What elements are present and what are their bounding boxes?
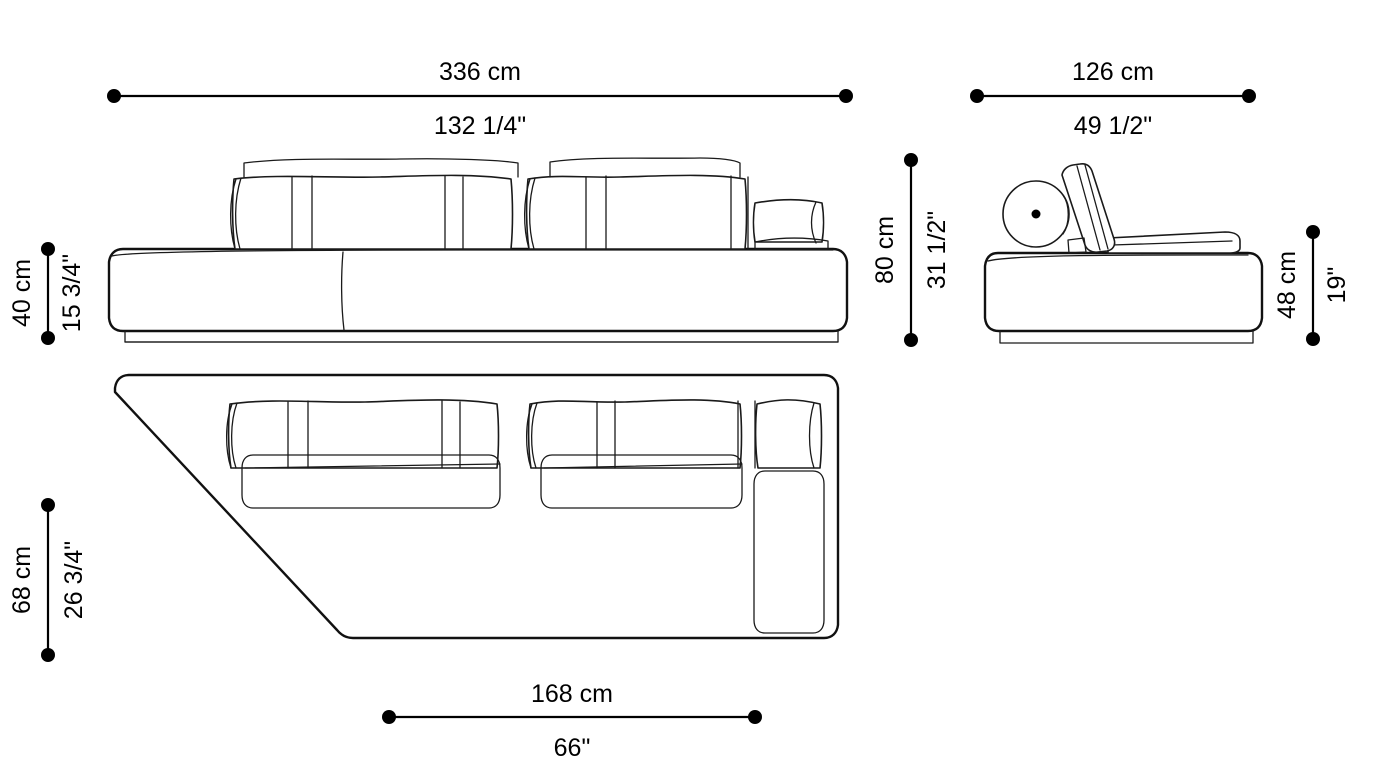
front-armrest-cushion-right [752,198,825,243]
front-seat-cushion-left [231,174,514,250]
dimension-chaise-width [382,710,762,724]
plan-seat-cushion-right [540,454,743,509]
dim-dot-168-right [748,710,762,724]
front-base-top-seam [111,249,834,257]
side-plinth [999,330,1254,344]
side-elevation-view [983,163,1264,344]
dimension-total-height [904,153,918,347]
dim-label-80-metric: 80 cm [871,216,899,284]
plan-view [113,373,840,640]
front-bolster-left-edge [229,178,237,250]
plan-back-bolster-left-end [230,402,238,469]
dim-label-168-metric: 168 cm [531,680,613,708]
dim-dot-68-top [41,498,55,512]
front-bolster-left-end [234,177,242,250]
plan-arm-bolster-right-end [808,402,815,469]
side-bolster-center-dot [1031,209,1041,219]
dim-label-40-imperial: 15 3/4" [58,254,86,332]
dim-dot-80-bottom [904,333,918,347]
dim-dot-48-bottom [1306,332,1320,346]
dim-label-168-imperial: 66" [554,734,591,762]
side-back-cushion-foot [1067,237,1087,254]
dim-label-336-metric: 336 cm [439,58,521,86]
plan-seat-cushion-right-seam [543,463,743,469]
dim-label-68-metric: 68 cm [8,546,36,614]
dim-dot-40-top [41,242,55,256]
plan-seat-cushion-left [241,454,501,509]
front-bolster-right-end [528,177,536,250]
dimension-overall-width [107,89,853,103]
dim-dot-336-left [107,89,121,103]
dim-label-68-imperial: 26 3/4" [60,541,88,619]
dim-dot-126-right [1242,89,1256,103]
plan-arm-cushion-right [753,470,825,634]
dim-dot-126-left [970,89,984,103]
dim-label-336-imperial: 132 1/4" [434,112,526,140]
plan-back-bolster-right [527,399,743,469]
front-base-body [107,247,849,333]
plan-back-bolster-left-edge [225,403,233,469]
side-back-cushion-seam-a [1076,165,1101,251]
dim-label-48-imperial: 19" [1323,267,1351,304]
plan-back-bolster-left [227,399,500,469]
dim-dot-40-bottom [41,331,55,345]
dim-dot-168-left [382,710,396,724]
front-bolster-right-edge [523,178,531,250]
plan-arm-bolster-right [754,399,823,469]
front-seat-cushion-right [525,174,748,250]
dimension-back-height [1306,225,1320,346]
plan-back-bolster-right-end [530,402,538,469]
front-back-cushion-left [243,158,519,178]
plan-back-bolster-right-edge [525,403,533,469]
dim-label-80-imperial: 31 1/2" [923,211,951,289]
dim-label-48-metric: 48 cm [1273,251,1301,319]
plan-seat-cushion-left-seam [244,463,501,469]
front-elevation-view [107,157,849,343]
front-base-vertical-seam [340,251,345,331]
dimension-seat-depth [41,498,55,662]
side-back-cushion-seam-b [1084,164,1109,250]
dim-label-126-imperial: 49 1/2" [1074,112,1152,140]
dim-dot-48-top [1306,225,1320,239]
front-armrest-base-plate [754,237,829,250]
dim-dot-68-bottom [41,648,55,662]
front-back-cushion-right [549,157,741,178]
side-seat-cushion-seam [1111,240,1233,246]
dim-dot-336-right [839,89,853,103]
front-plinth [124,330,839,343]
side-base-top-seam [987,254,1249,262]
side-bolster-inner-arc [1062,194,1069,235]
dim-label-40-metric: 40 cm [8,259,36,327]
dim-label-126-metric: 126 cm [1072,58,1154,86]
dimension-seat-height [41,242,55,345]
side-base-body [983,251,1264,333]
dimension-overall-depth [970,89,1256,103]
dim-dot-80-top [904,153,918,167]
